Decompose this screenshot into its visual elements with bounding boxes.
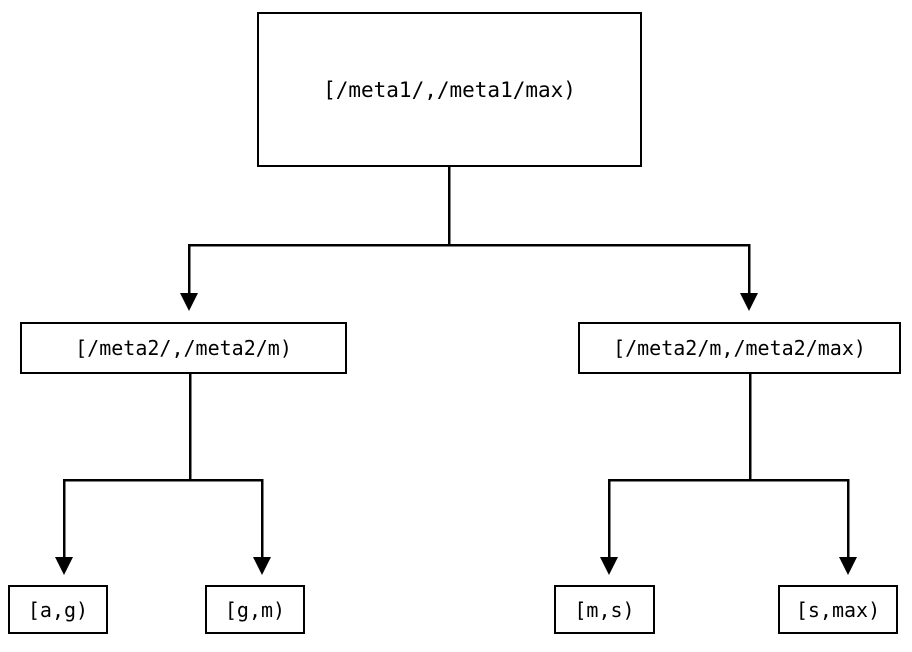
edge-mid-right-to-leaf-4: [748, 374, 850, 557]
arrowhead-icon-leaf-2: [253, 557, 271, 575]
edge-mid-right-to-leaf-3: [607, 374, 752, 557]
tree-node-leaf-2: [g,m): [205, 585, 305, 634]
arrowhead-icon-leaf-4: [839, 557, 857, 575]
edge-mid-left-to-leaf-2: [188, 374, 264, 557]
tree-node-leaf-1: [a,g): [8, 585, 108, 634]
arrowhead-icon-mid-right: [740, 293, 758, 311]
tree-node-level2-right: [/meta2/m,/meta2/max): [578, 322, 901, 374]
edge-mid-left-to-leaf-1: [62, 374, 192, 557]
arrowhead-icon-leaf-1: [55, 557, 73, 575]
tree-node-leaf-4: [s,max): [778, 585, 898, 634]
edge-root-to-mid-right: [447, 167, 751, 293]
tree-node-level2-left: [/meta2/,/meta2/m): [20, 322, 347, 374]
arrowhead-icon-leaf-3: [600, 557, 618, 575]
tree-node-leaf-3: [m,s): [554, 585, 655, 634]
tree-node-root: [/meta1/,/meta1/max): [257, 12, 642, 167]
edge-root-to-mid-left: [187, 167, 451, 293]
arrowhead-icon-mid-left: [180, 293, 198, 311]
